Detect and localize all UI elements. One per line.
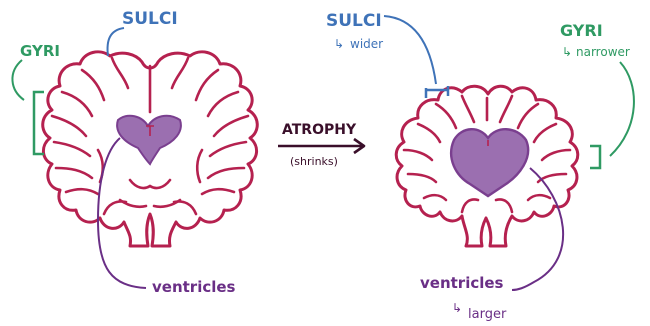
left-sulci-label: SULCI: [122, 9, 178, 29]
atrophy-sublabel: (shrinks): [290, 155, 338, 168]
right-sulci-arrow-icon: ↳: [334, 37, 344, 51]
right-sulci-note: wider: [350, 37, 383, 51]
right-gyri-label: GYRI: [560, 21, 603, 40]
normal-brain: [43, 52, 258, 246]
right-sulci-pointer: [384, 16, 436, 84]
left-gyri-label: GYRI: [20, 42, 60, 60]
left-gyri-pointer: [12, 60, 24, 100]
right-sulci-label: SULCI: [326, 11, 382, 31]
right-ventricles-label: ventricles: [420, 274, 504, 292]
right-gyri-pointer: [610, 62, 634, 156]
atrophy-label: ATROPHY: [282, 122, 357, 138]
left-ventricles-label: ventricles: [152, 278, 236, 296]
right-gyri-note: narrower: [576, 45, 630, 59]
atrophied-brain: [396, 86, 578, 246]
right-gyri-bracket: [590, 146, 600, 168]
right-ventricles-arrow-icon: ↳: [452, 301, 462, 315]
right-ventricles-note: larger: [468, 307, 507, 322]
right-gyri-arrow-icon: ↳: [562, 45, 572, 59]
